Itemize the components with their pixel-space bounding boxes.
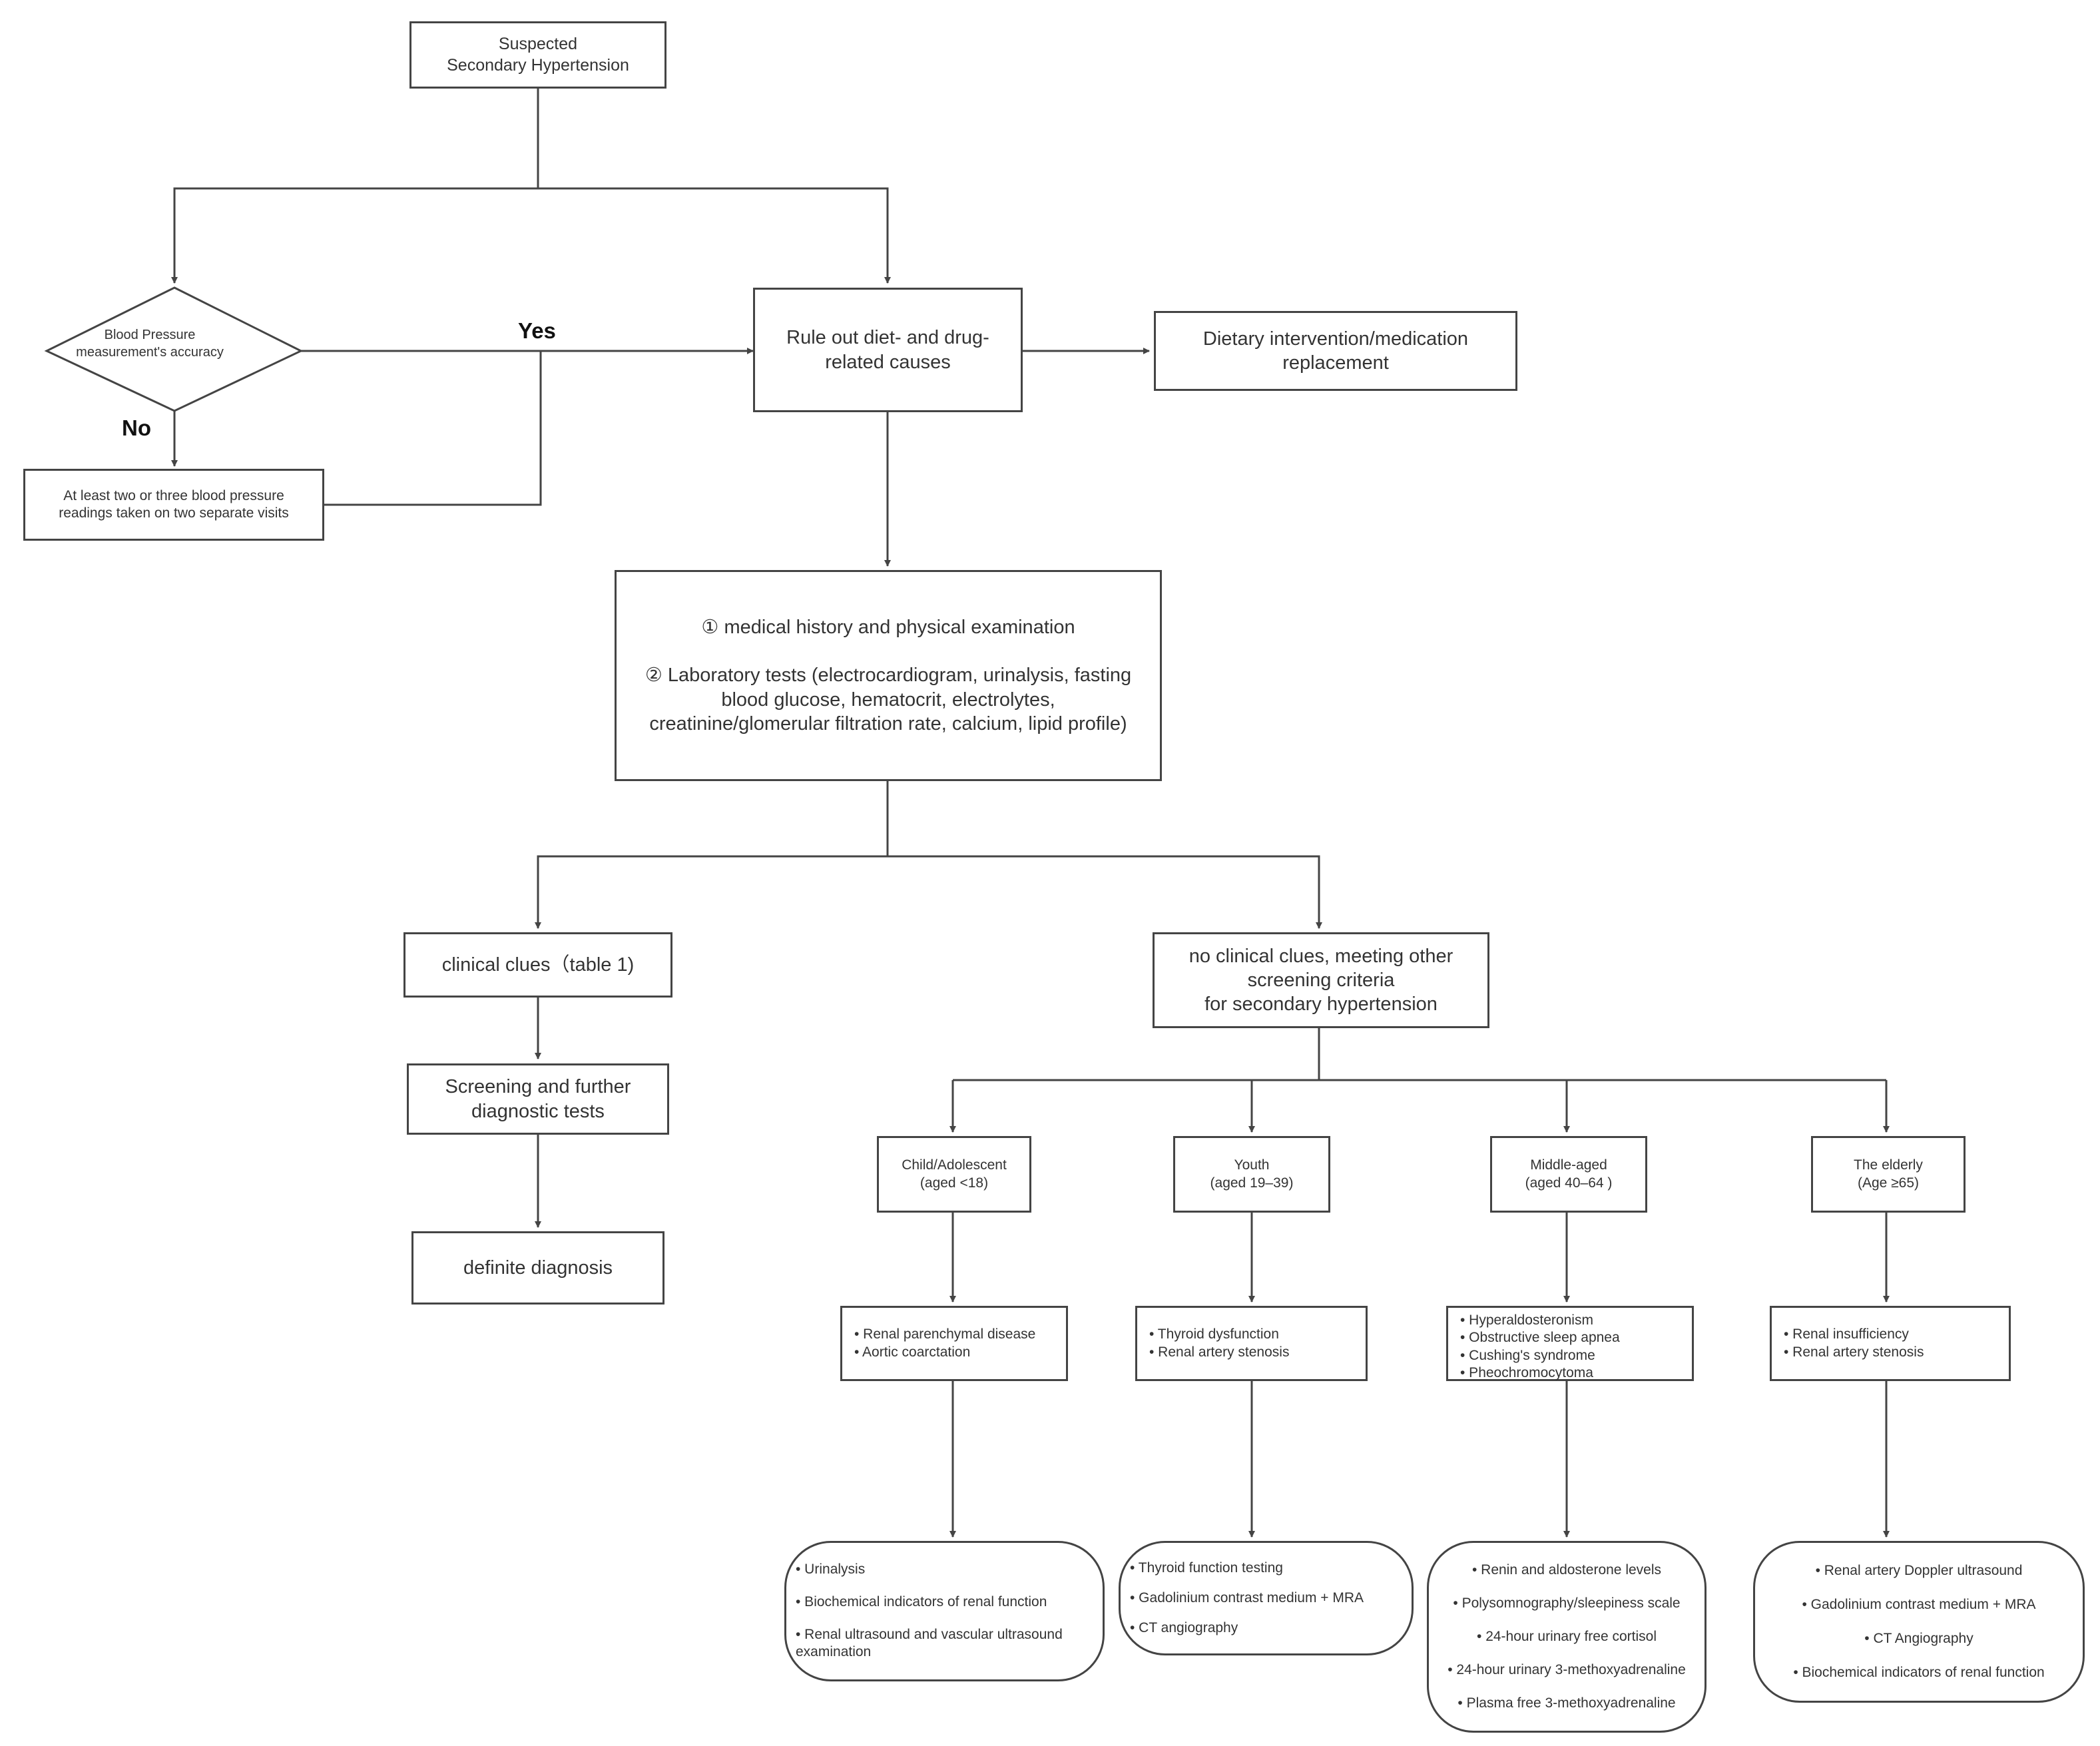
age-group-title: The elderly (Age ≥65) [1854, 1157, 1923, 1191]
no-clinical-clues-text: no clinical clues, meeting other screeni… [1188, 945, 1453, 1016]
connector-tests-split-right [888, 855, 1322, 929]
tests-middle-aged: • Renin and aldosterone levels • Polysom… [1427, 1541, 1706, 1733]
clinical-clues-node: clinical clues（table 1) [403, 932, 672, 998]
lab-text: ② Laboratory tests (electrocardiogram, u… [645, 665, 1132, 734]
age-group-elderly: The elderly (Age ≥65) [1811, 1136, 1966, 1213]
connector-suspected-to-ruleout [538, 187, 891, 284]
condition-item: • Renal artery stenosis [1784, 1344, 1924, 1360]
condition-item: • Renal parenchymal disease [854, 1326, 1036, 1342]
age-group-title: Middle-aged (aged 40–64 ) [1525, 1157, 1613, 1191]
dietary-text: Dietary intervention/medication replacem… [1202, 328, 1469, 374]
test-item: • Renal artery Doppler ultrasound [1815, 1562, 2023, 1578]
test-item: • Thyroid function testing [1130, 1560, 1283, 1576]
readings-text: At least two or three blood pressure rea… [59, 487, 289, 521]
conditions-youth: • Thyroid dysfunction • Renal artery ste… [1135, 1306, 1368, 1381]
test-item: • Gadolinium contrast medium + MRA [1130, 1590, 1364, 1605]
screening-node: Screening and further diagnostic tests [407, 1063, 669, 1135]
age-group-middle-aged: Middle-aged (aged 40–64 ) [1490, 1136, 1647, 1213]
condition-item: • Cushing's syndrome [1460, 1347, 1595, 1363]
age-group-youth: Youth (aged 19–39) [1173, 1136, 1330, 1213]
tests-elderly: • Renal artery Doppler ultrasound • Gado… [1753, 1541, 2085, 1703]
no-label: No [122, 416, 151, 440]
tests-youth: • Thyroid function testing • Gadolinium … [1119, 1541, 1414, 1655]
conditions-middle-aged: • Hyperaldosteronism • Obstructive sleep… [1446, 1306, 1694, 1381]
test-item: • Plasma free 3-methoxyadrenaline [1457, 1695, 1676, 1711]
rule-out-text: Rule out diet- and drug- related causes [786, 327, 989, 373]
test-item: • Renin and aldosterone levels [1471, 1562, 1662, 1578]
readings-node: At least two or three blood pressure rea… [23, 469, 324, 541]
condition-item: • Hyperaldosteronism [1460, 1312, 1593, 1328]
bp-accuracy-diamond [44, 286, 304, 412]
age-group-title: Youth (aged 19–39) [1210, 1157, 1294, 1191]
screening-text: Screening and further diagnostic tests [445, 1076, 631, 1122]
test-item: • 24-hour urinary free cortisol [1477, 1628, 1657, 1644]
definite-diagnosis-node: definite diagnosis [411, 1231, 664, 1305]
conditions-elderly: • Renal insufficiency • Renal artery ste… [1770, 1306, 2011, 1381]
age-group-child: Child/Adolescent (aged <18) [877, 1136, 1031, 1213]
dietary-node: Dietary intervention/medication replacem… [1154, 311, 1517, 391]
clinical-clues-text: clinical clues（table 1) [441, 954, 635, 976]
condition-item: • Obstructive sleep apnea [1460, 1330, 1620, 1346]
condition-item: • Pheochromocytoma [1460, 1364, 1593, 1380]
test-item: • Urinalysis [796, 1562, 866, 1578]
suspected-text: Suspected Secondary Hypertension [447, 35, 629, 75]
tests-child: • Urinalysis • Biochemical indicators of… [784, 1541, 1105, 1681]
tests-node: ① medical history and physical examinati… [615, 570, 1162, 781]
test-item: • Gadolinium contrast medium + MRA [1802, 1596, 2036, 1612]
connector-tests-split-left [535, 781, 889, 929]
condition-item: • Renal artery stenosis [1149, 1344, 1290, 1360]
yes-label: Yes [518, 318, 556, 343]
test-item: • Renal ultrasound and vascular ultrasou… [796, 1627, 1063, 1660]
test-item: • CT Angiography [1864, 1631, 1973, 1646]
no-clinical-clues-node: no clinical clues, meeting other screeni… [1153, 932, 1489, 1028]
suspected-node: Suspected Secondary Hypertension [409, 21, 666, 89]
connector-suspected-split [171, 89, 539, 284]
age-group-title: Child/Adolescent (aged <18) [902, 1157, 1007, 1191]
condition-item: • Renal insufficiency [1784, 1326, 1909, 1342]
test-item: • Polysomnography/sleepiness scale [1453, 1595, 1681, 1611]
test-item: • Biochemical indicators of renal functi… [1793, 1665, 2045, 1681]
history-text: ① medical history and physical examinati… [701, 617, 1075, 638]
rule-out-node: Rule out diet- and drug- related causes [753, 288, 1023, 412]
condition-item: • Aortic coarctation [854, 1344, 971, 1360]
connector-readings-back [324, 351, 542, 506]
condition-item: • Thyroid dysfunction [1149, 1326, 1279, 1342]
conditions-child: • Renal parenchymal disease • Aortic coa… [840, 1306, 1068, 1381]
test-item: • 24-hour urinary 3-methoxyadrenaline [1447, 1661, 1686, 1677]
bp-accuracy-text: Blood Pressure measurement's accuracy [76, 328, 224, 360]
test-item: • CT angiography [1130, 1619, 1238, 1635]
test-item: • Biochemical indicators of renal functi… [796, 1594, 1047, 1610]
definite-diagnosis-text: definite diagnosis [463, 1257, 613, 1279]
